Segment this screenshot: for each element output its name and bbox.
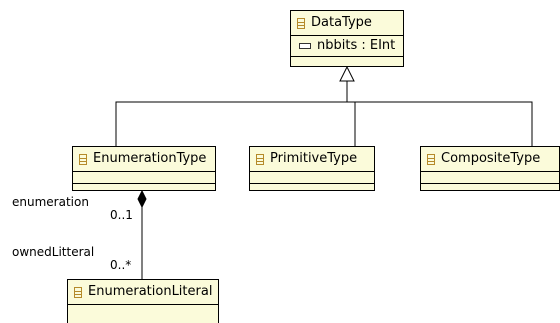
inheritance-connectors [115, 65, 533, 147]
class-datatype[interactable]: DataType nbbits : EInt [290, 10, 404, 67]
attribute-icon [299, 43, 311, 49]
class-icon [74, 286, 82, 298]
source-role-label: enumeration [12, 195, 89, 209]
class-enumerationtype[interactable]: EnumerationType [72, 146, 216, 191]
attribute-compartment [73, 172, 215, 184]
class-name: EnumerationLiteral [88, 284, 213, 299]
class-header: EnumerationLiteral [68, 280, 218, 305]
class-icon [79, 153, 87, 165]
generalization-line-compositetype [347, 101, 533, 147]
class-name: CompositeType [441, 151, 541, 166]
class-icon [297, 17, 305, 29]
class-header: DataType [291, 11, 403, 36]
composition-diamond [137, 189, 147, 209]
target-multiplicity-label: 0..* [110, 258, 132, 272]
composition-connector [137, 189, 147, 279]
class-icon [256, 153, 264, 165]
operation-compartment [291, 57, 403, 68]
operation-compartment [421, 184, 559, 195]
target-role-label: ownedLitteral [12, 245, 95, 259]
class-header: EnumerationType [73, 147, 215, 172]
source-multiplicity-label: 0..1 [110, 208, 133, 222]
attribute-compartment: nbbits : EInt [291, 36, 403, 57]
generalization-arrowhead [339, 65, 355, 82]
attribute-row[interactable]: nbbits : EInt [291, 36, 403, 56]
attribute-label: nbbits : EInt [317, 38, 396, 53]
operation-compartment [73, 184, 215, 195]
attribute-compartment [250, 172, 374, 184]
class-enumerationliteral[interactable]: EnumerationLiteral [67, 279, 219, 323]
class-header: PrimitiveType [250, 147, 374, 172]
operation-compartment [250, 184, 374, 195]
attribute-compartment [68, 305, 218, 316]
class-primitivetype[interactable]: PrimitiveType [249, 146, 375, 191]
attribute-compartment [421, 172, 559, 184]
class-name: DataType [311, 15, 372, 30]
class-header: CompositeType [421, 147, 559, 172]
generalization-line-enumerationtype [115, 101, 347, 147]
class-name: PrimitiveType [270, 151, 358, 166]
class-name: EnumerationType [93, 151, 207, 166]
class-compositetype[interactable]: CompositeType [420, 146, 560, 191]
class-icon [427, 153, 435, 165]
